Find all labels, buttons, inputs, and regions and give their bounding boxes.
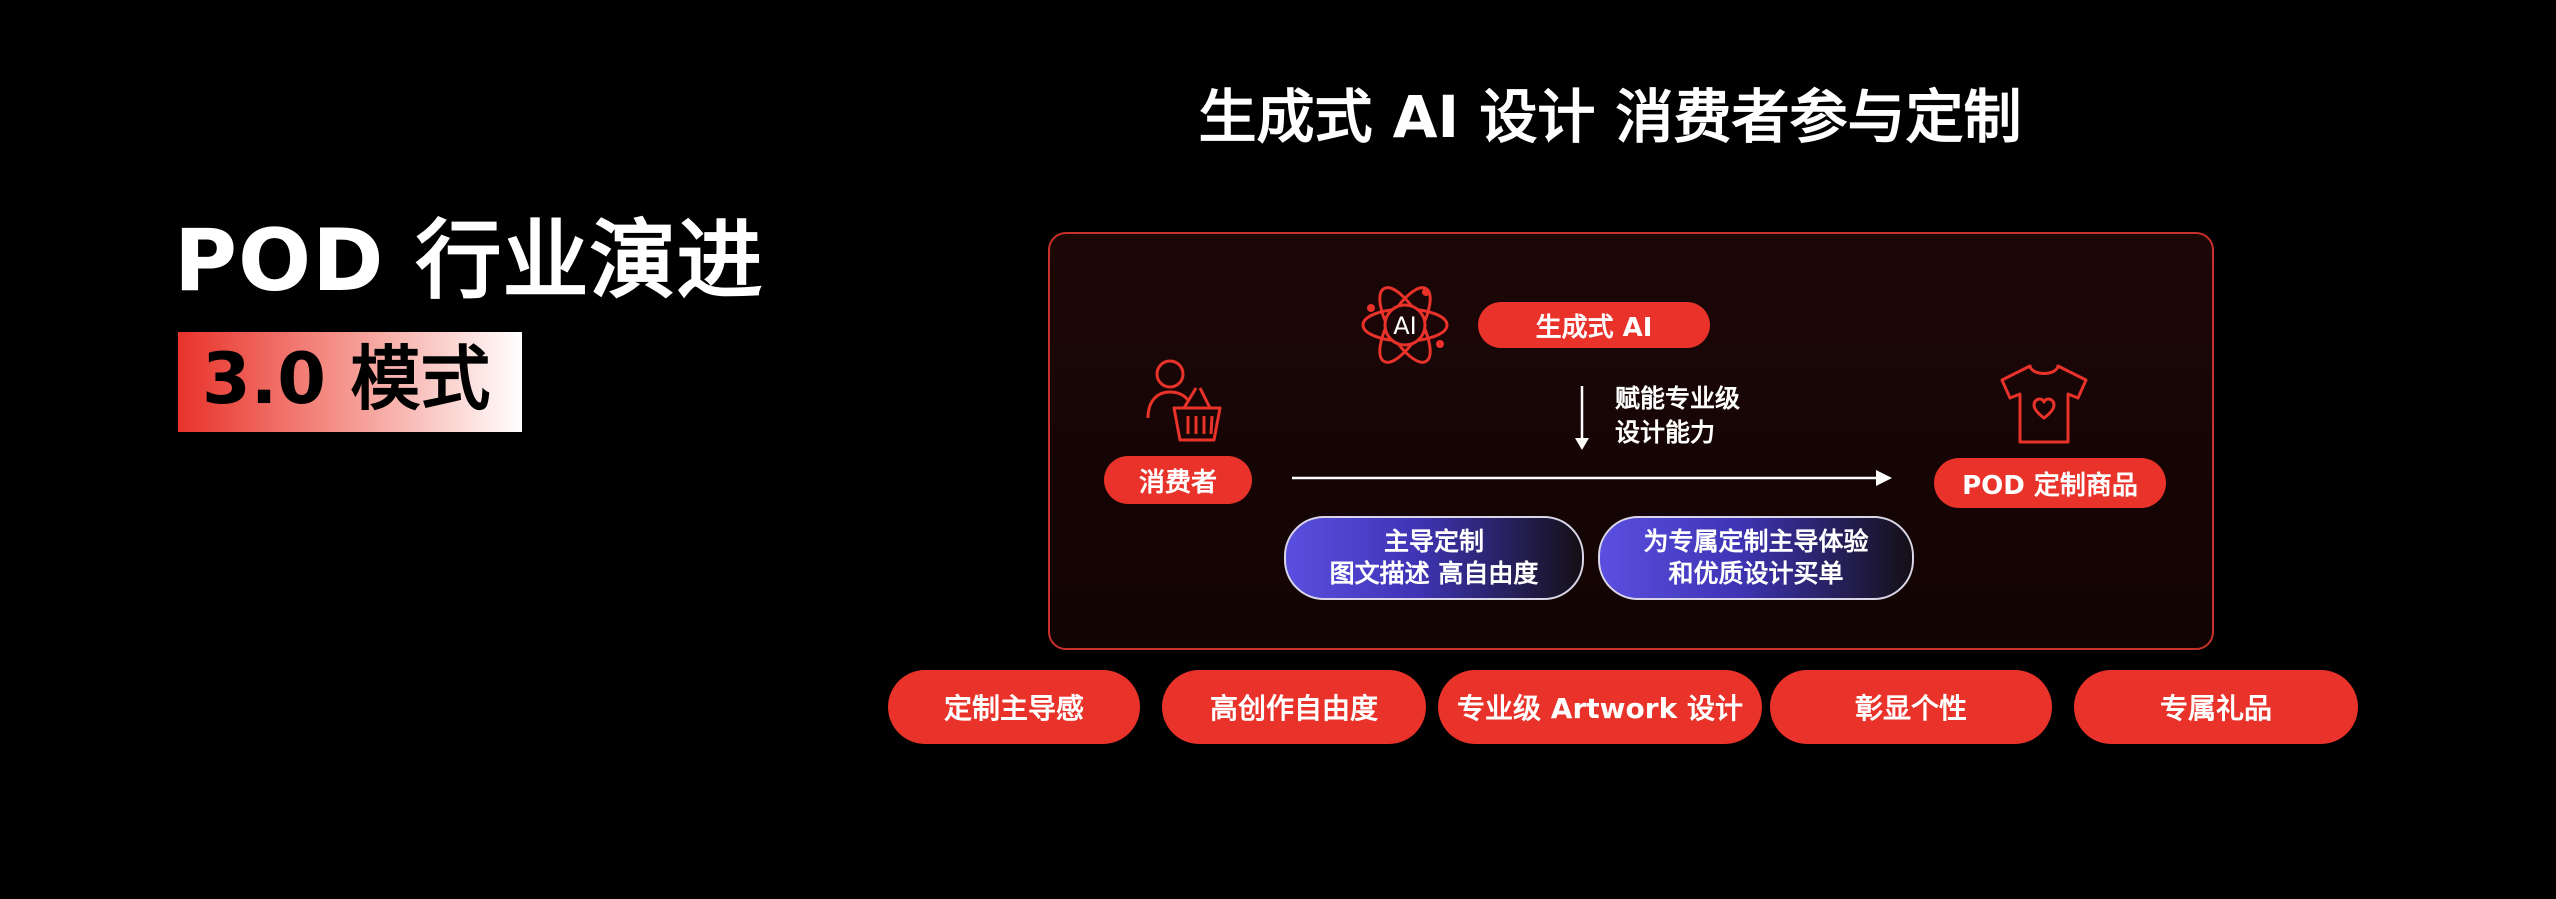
empower-annotation: 赋能专业级 设计能力 (1615, 382, 1740, 450)
right-arrow-icon (1292, 468, 1896, 488)
tshirt-heart-icon (1998, 362, 2090, 446)
mode-badge: 3.0 模式 (178, 332, 522, 432)
empower-line-1: 赋能专业级 (1615, 384, 1741, 413)
feature-pill-pro-artwork: 专业级 Artwork 设计 (1438, 670, 1762, 744)
consumer-label: 消费者 (1104, 456, 1252, 504)
lead-line-2: 图文描述 高自由度 (1329, 559, 1539, 588)
consumer-basket-icon (1144, 356, 1226, 446)
pod-product-label: POD 定制商品 (1934, 458, 2166, 508)
feature-pill-personality: 彰显个性 (1770, 670, 2052, 744)
experience-line-2: 和优质设计买单 (1668, 559, 1844, 588)
mode-label: 3.0 模式 (202, 338, 491, 420)
feature-pill-creative-freedom: 高创作自由度 (1162, 670, 1426, 744)
generative-ai-label: 生成式 AI (1478, 302, 1710, 348)
lead-customization-pill: 主导定制 图文描述 高自由度 (1284, 516, 1584, 600)
feature-pill-customization-sense: 定制主导感 (888, 670, 1140, 744)
down-arrow-icon (1572, 386, 1592, 452)
atom-ai-icon: AI (1358, 278, 1452, 372)
experience-line-1: 为专属定制主导体验 (1643, 527, 1869, 556)
ai-icon-text: AI (1393, 312, 1417, 340)
lead-line-1: 主导定制 (1383, 527, 1484, 556)
experience-pill: 为专属定制主导体验 和优质设计买单 (1598, 516, 1914, 600)
industry-title: POD 行业演进 (174, 211, 764, 311)
feature-pill-exclusive-gift: 专属礼品 (2074, 670, 2358, 744)
empower-line-2: 设计能力 (1615, 418, 1716, 447)
main-title: 生成式 AI 设计 消费者参与定制 (1198, 83, 2022, 151)
